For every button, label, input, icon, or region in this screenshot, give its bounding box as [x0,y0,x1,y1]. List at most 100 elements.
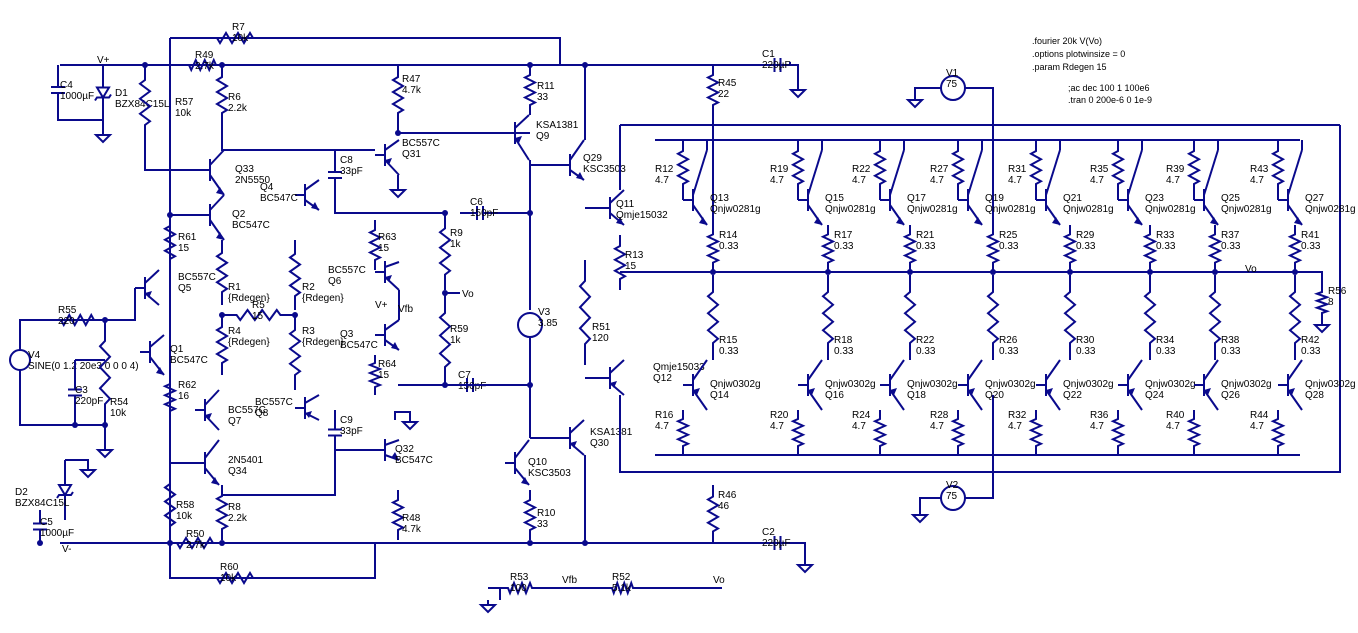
out-lower-q-6-label: Qnjw0302g [1221,379,1272,390]
out-lower-r-1-label: R18 [834,335,853,346]
spice-directive-2: .param Rdegen 15 [1032,62,1107,72]
out-upper-r-2-resistor [902,225,918,272]
out-upper-q-6-transistor-collector [1203,149,1219,196]
r3-value: {Rdegen} [302,337,344,348]
junction-dot [582,62,588,68]
out-upper-r-6-resistor [1207,225,1223,272]
c5-value: 1000µF [40,528,74,539]
r5-resistor [222,308,295,322]
d1-label: D1 [115,88,128,99]
r9-label: R9 [450,228,463,239]
q31-ground-symbol [388,189,408,199]
out-upper-re-3-value: 4.7 [930,175,944,186]
wire [620,271,1323,285]
out-upper-q-5-label: Q23 [1145,193,1164,204]
q29-arrow [576,172,584,180]
q8-arrow [305,411,312,418]
out-lower-q-0-label: Qnjw0302g [710,379,761,390]
junction-dot [1067,269,1073,275]
q10-label: Q10 [528,457,547,468]
d1-diode [95,86,111,100]
q30-label: KSA1381 [590,427,633,438]
junction-dot [442,290,448,296]
out-upper-q-7-transistor-collector [1287,149,1303,196]
out-lower-q-5-transistor-collector [1127,359,1143,381]
c2-ground-symbol [795,564,815,574]
out-upper-r-3-value: 0.33 [999,241,1019,252]
r61-label: R61 [178,232,197,243]
out-lower-q-4-arrow [1046,388,1053,395]
q7-value: Q7 [228,416,242,427]
junction-dot [219,312,225,318]
out-upper-re-2-label: R22 [852,164,871,175]
q11-transistor-collector [609,189,625,204]
out-lower-re-7-label: R44 [1250,410,1269,421]
out-upper-re-5-resistor [1110,140,1126,195]
q5-value: Q5 [178,283,192,294]
r62-value: 16 [178,391,190,402]
wire [790,542,806,560]
out-upper-re-5-label: R35 [1090,164,1109,175]
d2-label: D2 [15,487,28,498]
v4-label: V4 [28,350,41,361]
v3-value: 3.85 [538,318,558,329]
q31-transistor-collector [384,139,400,151]
r56-label: R56 [1328,286,1347,297]
out-lower-re-3-resistor [950,410,966,455]
out-upper-re-6-value: 4.7 [1166,175,1180,186]
q8-transistor-collector [304,394,320,404]
out-upper-q-0-transistor-collector [692,149,708,196]
q32-transistor-collector [384,439,400,446]
out-lower-re-2-resistor [872,410,888,455]
junction-dot [527,62,533,68]
out-lower-q-0-value: Q14 [710,390,729,401]
q6-transistor-collector [384,261,400,268]
q29-value: KSC3503 [583,164,626,175]
r58-value: 10k [176,511,193,522]
q2-arrow [216,232,224,240]
r54-label: R54 [110,397,129,408]
q9-arrow [515,136,522,143]
out-upper-re-6-resistor [1186,140,1202,195]
junction-dot [37,540,43,546]
out-lower-re-5-resistor [1110,410,1126,455]
q7-transistor-collector [204,389,220,406]
v3-label: V3 [538,307,551,318]
r60-label: R60 [220,562,239,573]
out-lower-q-4-transistor-collector [1045,359,1061,381]
r49-resistor [180,57,225,73]
q5-label: BC557C [178,272,216,283]
out-lower-re-4-resistor [1028,410,1044,455]
r56-resistor [1313,285,1331,320]
r55-resistor [50,312,105,328]
r49-label: R49 [195,50,214,61]
out-upper-re-1-resistor [790,140,806,195]
c7-value: 150pF [458,381,486,392]
out-lower-q-1-label: Qnjw0302g [825,379,876,390]
junction-dot [1212,269,1218,275]
out-lower-r-3-resistor [986,275,1000,360]
r50-label: R50 [186,529,205,540]
q34-label: 2N5401 [228,455,263,466]
r13-label: R13 [625,250,644,261]
out-lower-re-1-value: 4.7 [770,421,784,432]
r64-value: 15 [378,370,390,381]
out-lower-re-2-label: R24 [852,410,871,421]
v1-value: 75 [946,79,958,90]
q8-label: BC557C [255,397,293,408]
out-upper-re-2-resistor [872,140,888,195]
out-upper-re-3-label: R27 [930,164,949,175]
out-upper-q-1-transistor-collector [807,149,823,196]
wire [19,370,106,445]
q9-transistor-emitter [514,137,530,161]
out-upper-r-5-label: R33 [1156,230,1175,241]
out-lower-r-0-label: R15 [719,335,738,346]
r51-value: 120 [592,333,609,344]
out-upper-r-6-value: 0.33 [1221,241,1241,252]
out-upper-q-7-value: Qnjw0281g [1305,204,1356,215]
vplus-label: V+ [97,55,110,66]
c6-value: 150pF [470,208,498,219]
q3-arrow [391,342,399,350]
out-lower-re-0-resistor [675,410,691,455]
r50-value: 2.7k [186,540,206,551]
